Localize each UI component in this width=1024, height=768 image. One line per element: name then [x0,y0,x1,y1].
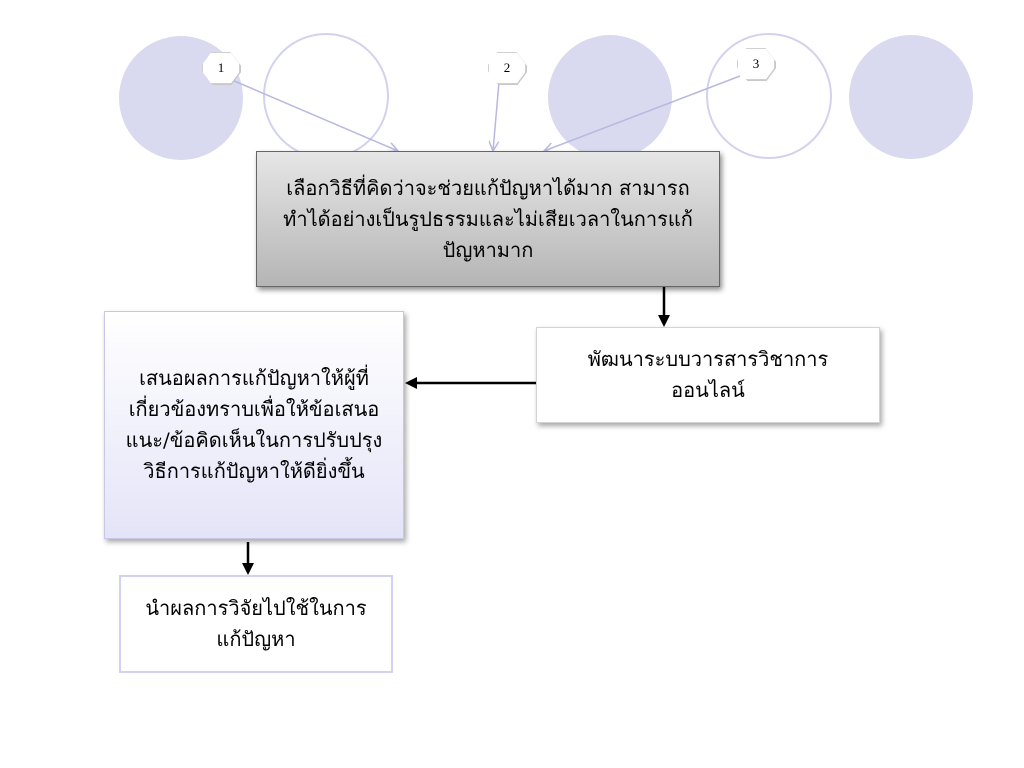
connector-2-to-box [493,81,500,151]
apply-research-box: นำผลการวิจัยไปใช้ในการแก้ปัญหา [119,575,393,673]
method-selection-text: เลือกวิธีที่คิดว่าจะช่วยแก้ปัญหาได้มาก ส… [283,175,693,262]
decor-circle-5 [849,35,973,159]
step-badge-1-label: 1 [217,60,225,75]
journal-system-box: พัฒนาระบบวารสารวิชาการออนไลน์ [536,327,880,423]
journal-system-text: พัฒนาระบบวารสารวิชาการออนไลน์ [587,347,829,402]
method-selection-box: เลือกวิธีที่คิดว่าจะช่วยแก้ปัญหาได้มาก ส… [256,151,720,287]
present-results-box: เสนอผลการแก้ปัญหาให้ผู้ที่เกี่ยวข้องทราบ… [104,311,404,539]
apply-research-text: นำผลการวิจัยไปใช้ในการแก้ปัญหา [145,596,367,651]
decor-circle-4 [706,33,832,159]
step-badge-3-label: 3 [752,56,760,71]
step-badge-2: 2 [488,52,526,84]
step-badge-1: 1 [202,52,240,84]
decor-circle-3 [548,35,672,159]
connector-3-to-box [544,75,741,151]
step-badge-3: 3 [737,48,775,80]
present-results-text: เสนอผลการแก้ปัญหาให้ผู้ที่เกี่ยวข้องทราบ… [125,366,383,483]
connector-1-to-box [231,79,398,151]
step-badge-2-label: 2 [503,60,511,75]
